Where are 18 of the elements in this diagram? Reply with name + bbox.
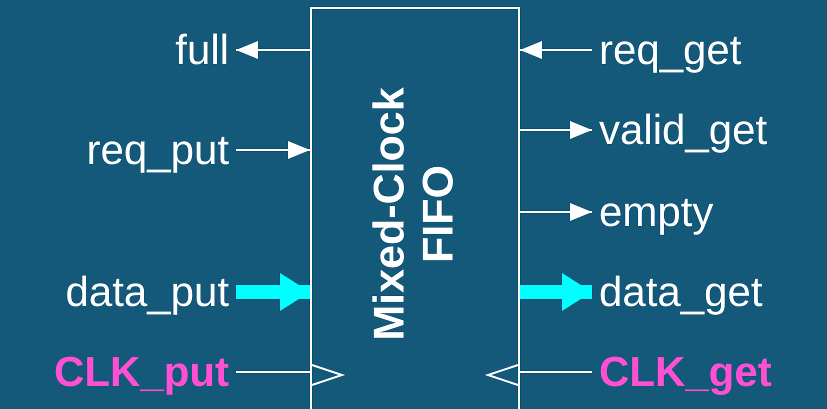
signal-label: CLK_put	[47, 348, 236, 396]
signal-label: data_get	[592, 268, 770, 316]
signal-label: empty	[592, 188, 720, 236]
arrow	[520, 273, 592, 311]
signal-label: data_put	[58, 268, 236, 316]
arrow	[236, 141, 310, 159]
signal-label: full	[168, 26, 236, 74]
signal-label: CLK_get	[592, 348, 779, 396]
arrow	[520, 203, 592, 221]
arrow	[236, 273, 310, 311]
signal-label: req_get	[592, 26, 748, 74]
signal-label: req_put	[80, 126, 236, 174]
block-title: Mixed-Clock FIFO	[366, 86, 464, 343]
arrow	[236, 41, 310, 59]
signal-label: valid_get	[592, 106, 774, 154]
arrow	[520, 121, 592, 139]
arrow	[520, 41, 592, 59]
fifo-block	[310, 7, 520, 409]
